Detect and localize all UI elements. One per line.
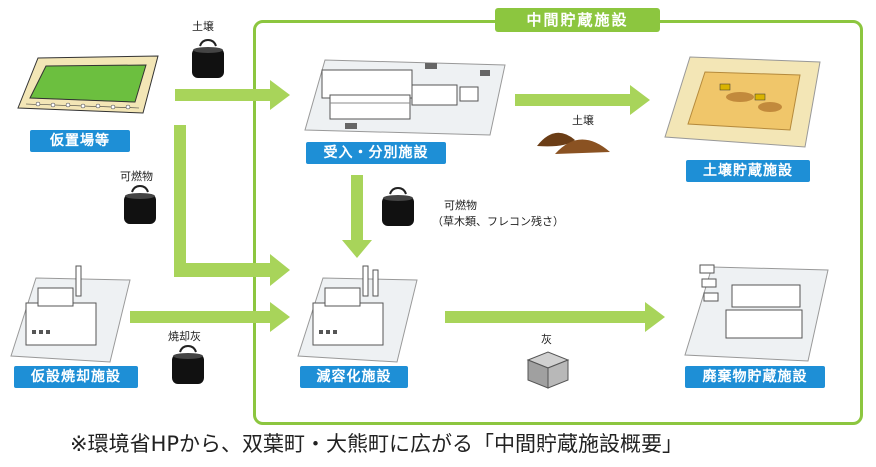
footnote-source: ※環境省HPから、双葉町・大熊町に広がる「中間貯蔵施設概要」 [70, 432, 684, 456]
arrow-reception-to-reduction [342, 175, 372, 258]
flow-label-ash: 灰 [541, 333, 552, 346]
waste-storage-illustration [684, 264, 829, 362]
label-temp-incinerator: 仮設焼却施設 [14, 366, 138, 388]
ash-container-icon [526, 351, 570, 389]
volume-reduction-illustration [297, 265, 418, 363]
label-temp-storage: 仮置場等 [30, 130, 130, 152]
arrow-temp-to-reception [175, 80, 290, 110]
flow-label-soil-top: 土壌 [192, 20, 214, 33]
flow-label-combustible-center: 可燃物 [444, 199, 477, 212]
arrow-temp-to-reduction [174, 254, 290, 286]
combustible-bag-center-icon [382, 186, 414, 226]
soil-pile-icon [537, 132, 610, 154]
temp-storage-illustration [17, 55, 159, 114]
arrow-reduction-to-waste [445, 302, 665, 332]
arrow-reception-to-soil [515, 85, 650, 115]
label-reception: 受入・分別施設 [306, 142, 446, 164]
arrow-temp-down-line [174, 125, 186, 275]
label-volume-reduction: 減容化施設 [300, 366, 408, 388]
temp-incinerator-illustration [10, 265, 131, 363]
flow-label-soil-right: 土壌 [572, 114, 594, 127]
reception-facility-illustration [304, 59, 506, 136]
soil-storage-illustration [664, 56, 821, 148]
ash-bag-icon [172, 344, 204, 384]
label-soil-storage: 土壌貯蔵施設 [686, 160, 810, 182]
label-waste-storage: 廃棄物貯蔵施設 [685, 366, 825, 388]
flow-label-combustible-detail: （草木類、フレコン残さ） [432, 215, 564, 228]
interim-storage-title: 中間貯蔵施設 [495, 8, 660, 32]
flow-label-incineration-ash: 焼却灰 [168, 330, 201, 343]
flow-label-combustible-left: 可燃物 [120, 170, 153, 183]
arrow-incinerator-to-reduction [130, 302, 290, 332]
soil-bag-icon [192, 38, 224, 78]
combustible-bag-icon [124, 184, 156, 224]
